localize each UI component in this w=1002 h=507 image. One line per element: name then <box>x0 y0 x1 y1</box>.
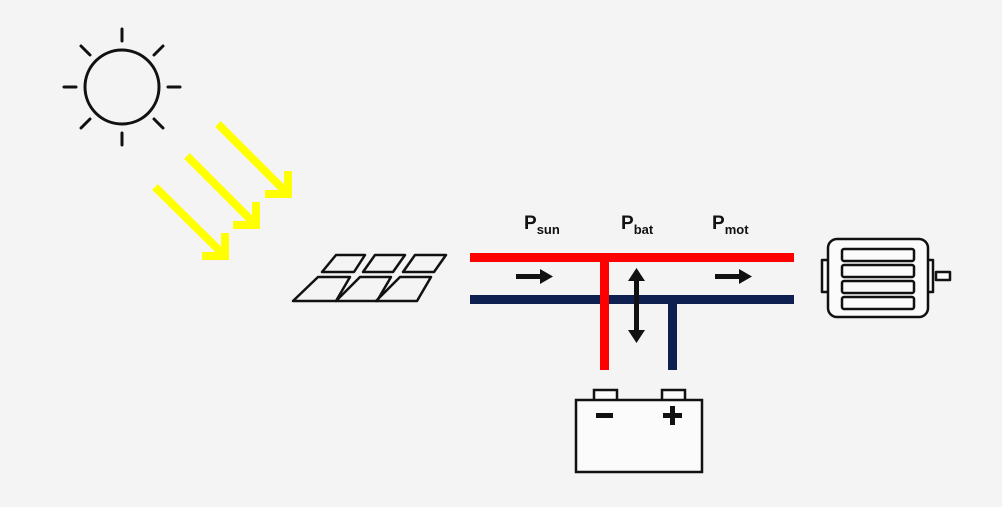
power-bus <box>470 253 794 370</box>
positive-battery-lead <box>600 253 609 370</box>
solar-panel-icon <box>291 253 448 303</box>
label-p-mot-main: P <box>712 213 725 234</box>
light-ray-arrow <box>152 184 229 260</box>
light-ray-arrow <box>184 153 260 229</box>
flow-arrow-battery-bidirectional <box>628 268 645 343</box>
positive-bus-line <box>470 253 794 262</box>
motor-icon <box>820 237 952 319</box>
label-p-sun-sub: sun <box>537 222 560 237</box>
label-p-mot: Pmot <box>712 213 749 237</box>
flow-arrow-motor <box>715 269 752 284</box>
light-ray-arrows <box>152 121 292 260</box>
light-ray-arrow <box>215 121 292 198</box>
battery-minus-symbol <box>596 413 613 418</box>
label-p-bat-sub: bat <box>634 222 654 237</box>
negative-bus-line <box>470 295 794 304</box>
negative-battery-lead <box>668 295 677 370</box>
flow-arrow-sun <box>516 269 553 284</box>
battery-icon <box>574 388 704 474</box>
label-p-bat-main: P <box>621 213 634 234</box>
label-p-sun-main: P <box>524 213 537 234</box>
battery-plus-symbol-v <box>670 406 675 425</box>
label-p-bat: Pbat <box>621 213 654 237</box>
sun-icon <box>62 27 182 147</box>
label-p-mot-sub: mot <box>725 222 750 237</box>
label-p-sun: Psun <box>524 213 560 237</box>
